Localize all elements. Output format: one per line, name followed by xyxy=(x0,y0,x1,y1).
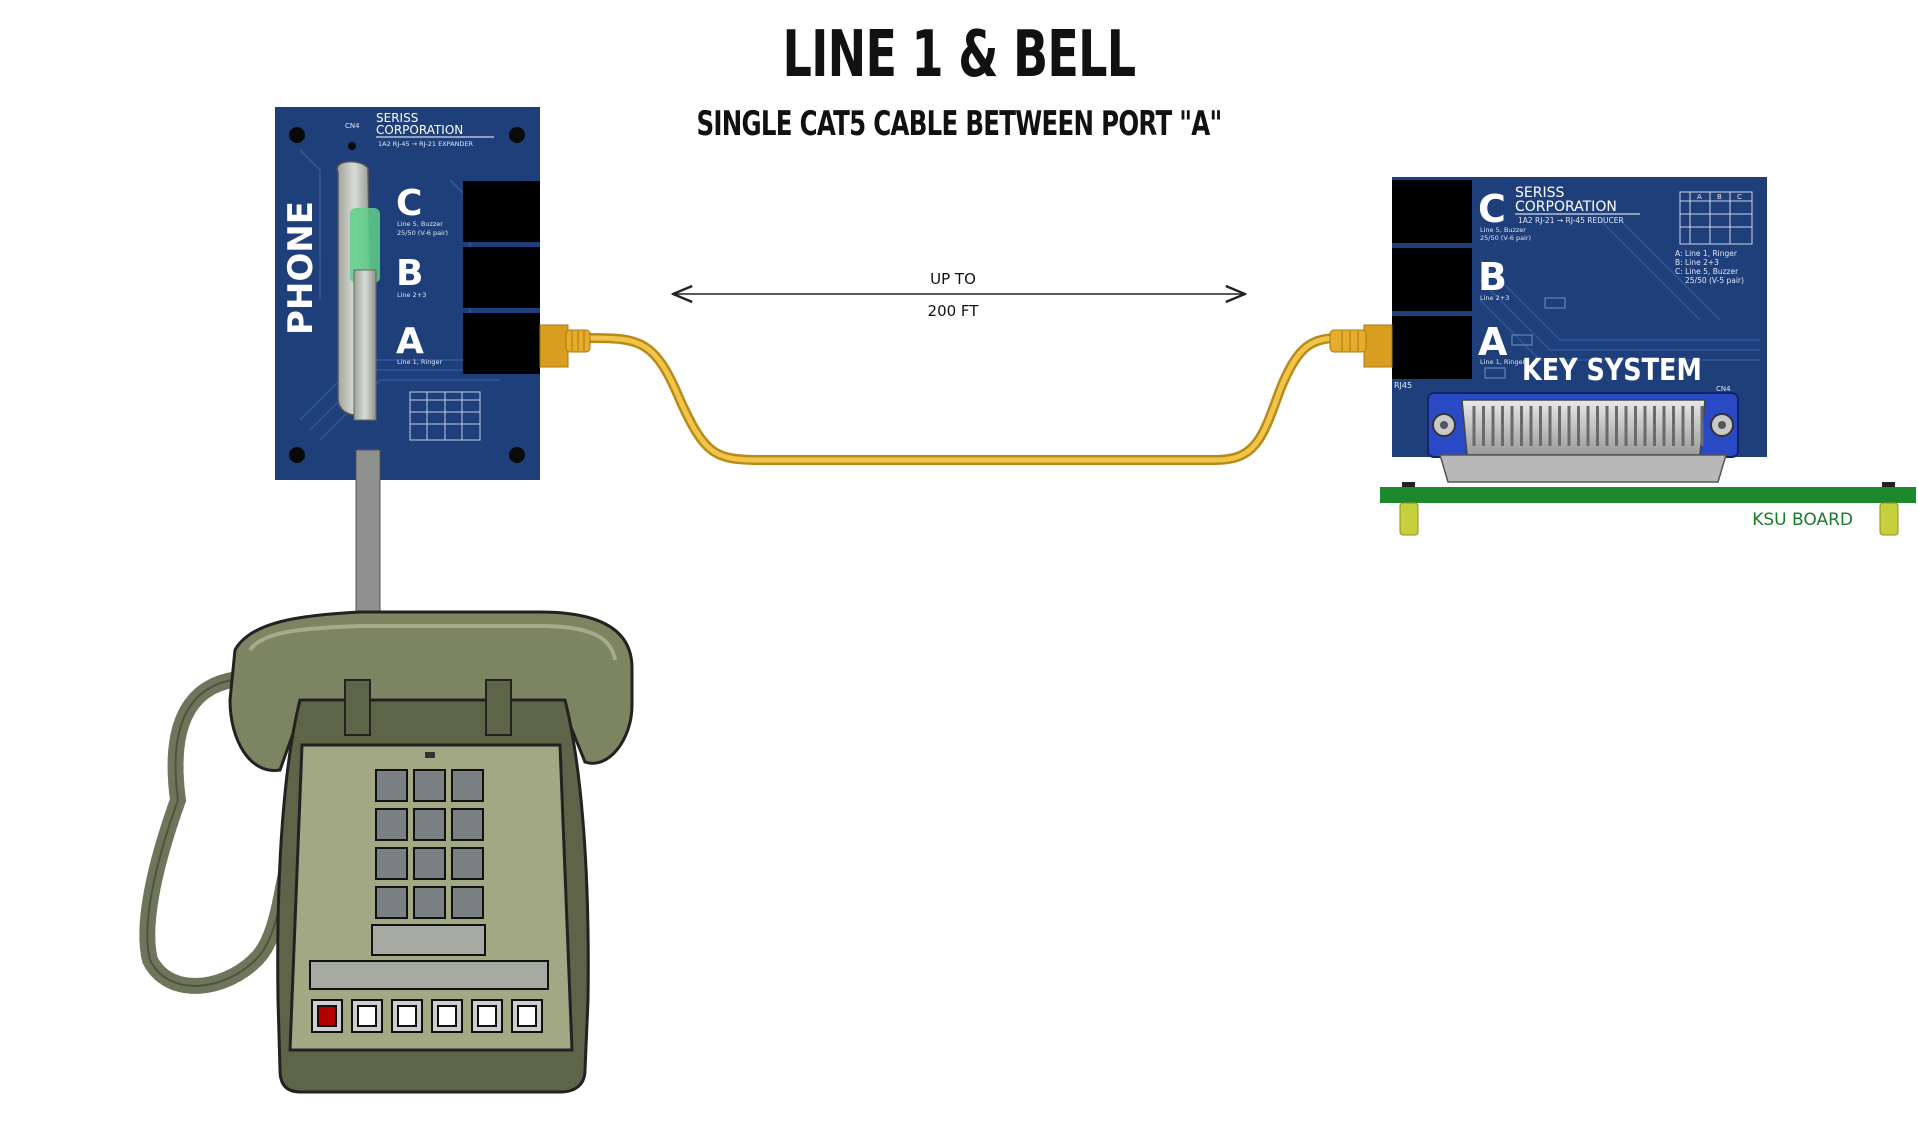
reducer-port-b-desc1: Line 2+3 xyxy=(1480,294,1509,302)
distance-indicator: UP TO 200 FT xyxy=(673,270,1245,320)
mount-hole xyxy=(509,447,525,463)
rj21-connector xyxy=(1427,392,1739,483)
mount-hole xyxy=(509,127,525,143)
reducer-cn-label: CN4 xyxy=(1716,385,1731,393)
cord-stem xyxy=(355,449,381,621)
reducer-port-a-desc1: Line 1, Ringer xyxy=(1480,358,1525,366)
reducer-port-c-desc2: 25/50 (V-6 pair) xyxy=(1480,234,1531,242)
expander-port-b-letter: B xyxy=(396,253,423,294)
reducer-system-label: KEY SYSTEM xyxy=(1522,352,1702,388)
expander-cn-label: CN4 xyxy=(345,122,360,130)
ksu-standoff xyxy=(1879,502,1899,536)
reducer-port-b-letter: B xyxy=(1478,255,1507,299)
expander-jack-a xyxy=(463,313,540,374)
expander-jack-b xyxy=(463,247,540,308)
reducer-pin-table xyxy=(1679,191,1753,245)
reducer-legend-4: 25/50 (V-5 pair) xyxy=(1685,276,1744,285)
rj45-plug-left xyxy=(539,324,591,368)
rj45-plug-right xyxy=(1329,324,1393,368)
expander-model: 1A2 RJ-45 → RJ-21 EXPANDER xyxy=(378,140,474,148)
distance-label-bottom: 200 FT xyxy=(928,302,980,320)
expander-vendor-1: SERISS xyxy=(376,111,418,125)
keypad xyxy=(375,769,484,919)
reducer-vendor-1: SERISS xyxy=(1515,185,1564,201)
handset-icon xyxy=(336,160,380,421)
reducer-model: 1A2 RJ-21 → RJ-45 REDUCER xyxy=(1518,216,1624,225)
reducer-legend-1: A: Line 1, Ringer xyxy=(1675,249,1738,258)
diagram-subtitle: SINGLE CAT5 CABLE BETWEEN PORT "A" xyxy=(696,104,1222,144)
reducer-table-header-b: B xyxy=(1717,193,1722,201)
expander-port-c-letter: C xyxy=(396,183,422,224)
expander-pin-table xyxy=(409,391,481,441)
expander-port-a-desc1: Line 1, Ringer xyxy=(397,358,442,366)
reducer-legend-3: C: Line 5, Buzzer xyxy=(1675,267,1739,276)
ksu-standoff xyxy=(1399,502,1419,536)
expander-port-a-letter: A xyxy=(396,321,424,362)
ksu-pcb xyxy=(1380,487,1916,503)
expander-port-c-desc1: Line 5, Buzzer xyxy=(397,220,443,228)
mount-hole xyxy=(289,127,305,143)
reducer-table-header-a: A xyxy=(1697,193,1702,201)
diagram-title: LINE 1 & BELL xyxy=(782,18,1137,92)
telephone-icon xyxy=(139,610,634,1094)
expander-port-b-desc1: Line 2+3 xyxy=(397,291,426,299)
reducer-jack-c xyxy=(1392,180,1472,243)
distance-label-top: UP TO xyxy=(930,270,976,288)
ksu-label: KSU BOARD xyxy=(1752,510,1853,530)
expander-side-label: PHONE xyxy=(281,201,321,335)
reducer-port-c-desc1: Line 5, Buzzer xyxy=(1480,226,1526,234)
handset-rest-bar xyxy=(371,924,486,956)
ksu-board: KSU BOARD xyxy=(1380,482,1916,536)
label-strip xyxy=(309,960,549,990)
reducer-port-c-letter: C xyxy=(1478,187,1506,231)
reducer-jack-a xyxy=(1392,316,1472,379)
reducer-vendor-2: CORPORATION xyxy=(1515,199,1617,215)
reducer-jack-b xyxy=(1392,248,1472,311)
expander-jack-c xyxy=(463,181,540,242)
reducer-board: SERISS CORPORATION 1A2 RJ-21 → RJ-45 RED… xyxy=(1392,177,1767,483)
expander-vendor-2: CORPORATION xyxy=(376,123,463,137)
reducer-table-header-c: C xyxy=(1737,193,1742,201)
expander-board: CN4 SERISS CORPORATION 1A2 RJ-45 → RJ-21… xyxy=(275,107,540,480)
expander-port-c-desc2: 25/50 (V-6 pair) xyxy=(397,229,448,237)
line-buttons xyxy=(311,999,543,1033)
reducer-rj45-label: RJ45 xyxy=(1394,381,1412,390)
reducer-port-a-letter: A xyxy=(1478,320,1508,364)
mount-hole xyxy=(289,447,305,463)
reducer-legend-2: B: Line 2+3 xyxy=(1675,258,1719,267)
